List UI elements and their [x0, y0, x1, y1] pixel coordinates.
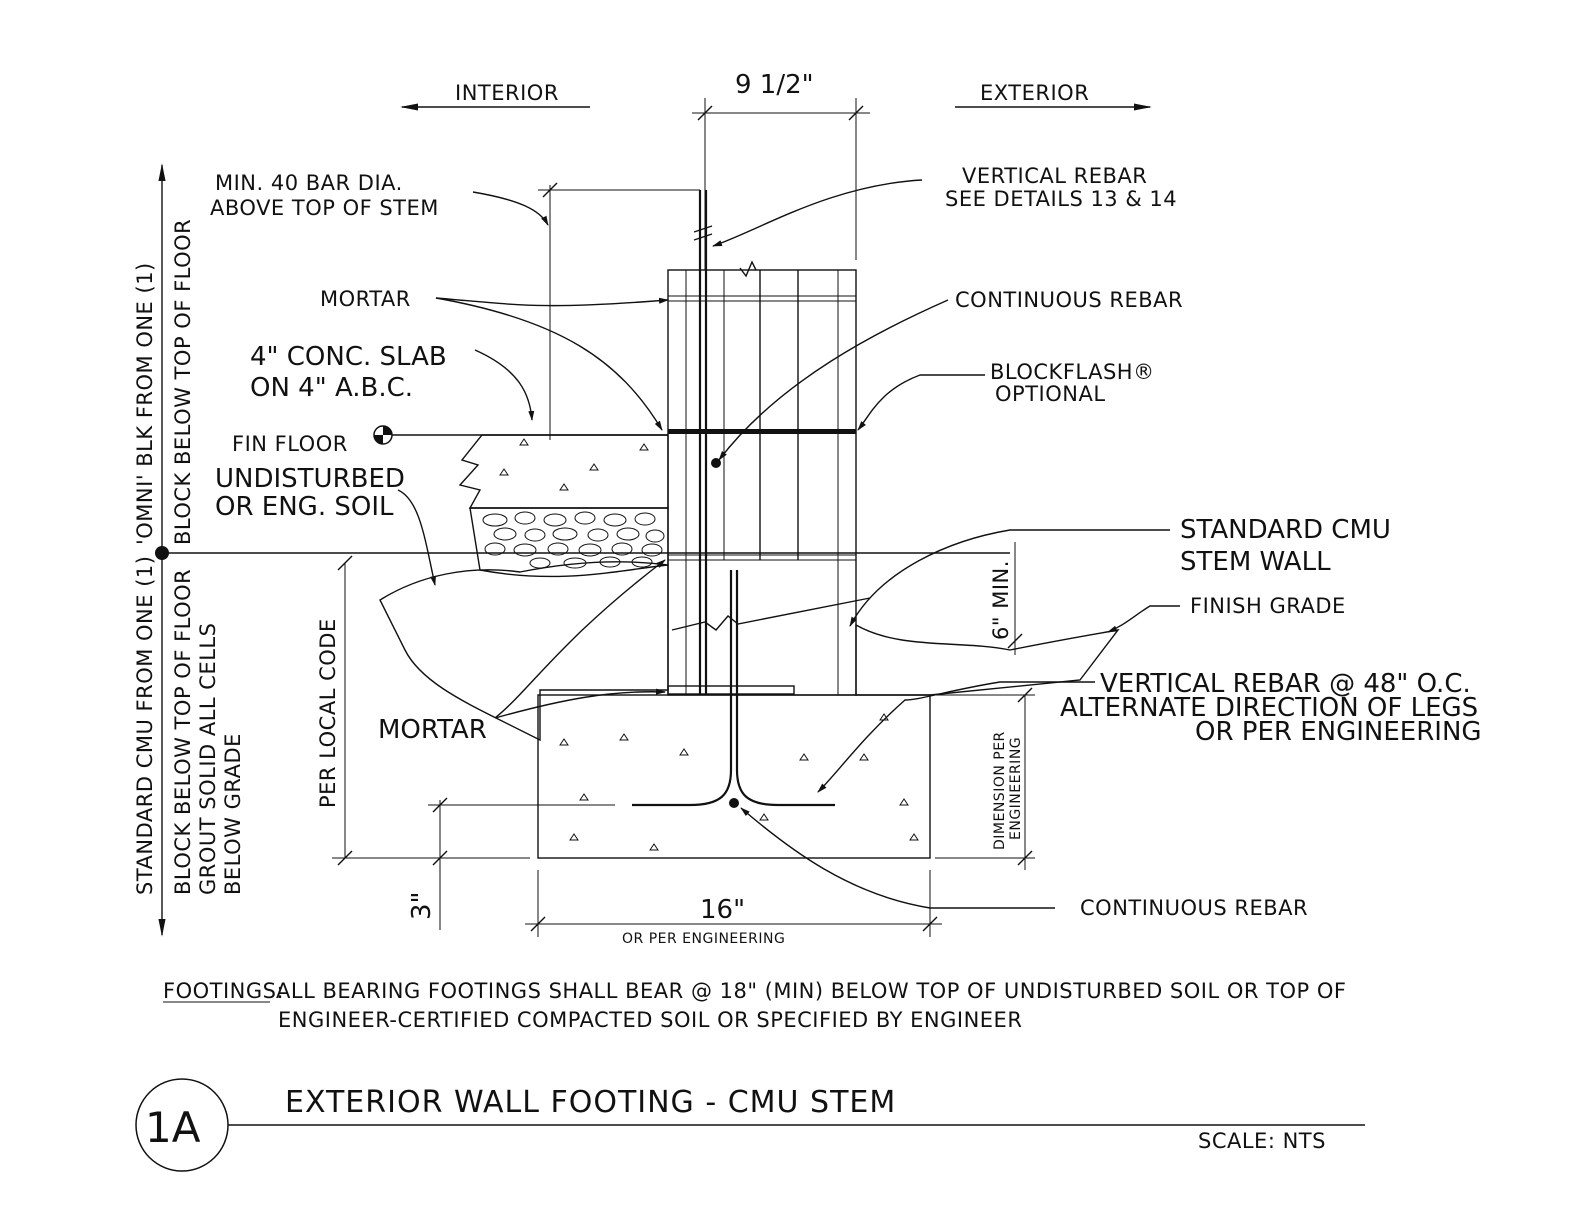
or-per-engineering-label: OR PER ENGINEERING: [622, 931, 785, 947]
concrete-slab: [458, 434, 669, 509]
footings-note-line1: ALL BEARING FOOTINGS SHALL BEAR @ 18" (M…: [276, 979, 1346, 1003]
footing-width-dimension: [525, 870, 942, 937]
left-note-below-grade: BELOW GRADE: [221, 733, 245, 895]
exterior-label: EXTERIOR: [980, 81, 1089, 105]
rebar-break-marker: [671, 597, 871, 631]
slab-label-line2: ON 4" A.B.C.: [250, 373, 413, 403]
dimension-engineering-label: ENGINEERING: [1008, 737, 1024, 840]
alternate-legs-label: ALTERNATE DIRECTION OF LEGS: [1060, 693, 1478, 723]
left-note-omni: 'OMNI' BLK FROM ONE (1): [133, 262, 157, 545]
leader-lines: [397, 179, 1180, 909]
finish-grade-label: FINISH GRADE: [1190, 594, 1346, 618]
continuous-rebar-top-label: CONTINUOUS REBAR: [955, 288, 1183, 312]
lap-length-dimension: [538, 182, 700, 440]
soil-hatch: [379, 561, 669, 742]
eng-soil-label: OR ENG. SOIL: [215, 492, 394, 522]
interior-label: INTERIOR: [455, 81, 559, 105]
min-bar-label: MIN. 40 BAR DIA.: [215, 171, 403, 195]
or-per-engineering-right-label: OR PER ENGINEERING: [1195, 717, 1482, 747]
vertical-rebar-48-label: VERTICAL REBAR @ 48" O.C.: [1100, 669, 1471, 699]
mortar-bottom-label: MORTAR: [378, 715, 487, 745]
left-note-grout: GROUT SOLID ALL CELLS: [196, 623, 220, 895]
gravel-base: [469, 507, 669, 578]
wall-width-label: 9 1/2": [735, 70, 814, 100]
vertical-rebar: [632, 190, 835, 808]
per-local-code-label: PER LOCAL CODE: [316, 618, 340, 808]
vertical-rebar-label: VERTICAL REBAR: [962, 164, 1147, 188]
dimension-per-label: DIMENSION PER: [992, 731, 1008, 850]
fin-floor-marker: [373, 425, 393, 445]
left-note-block-below: BLOCK BELOW TOP OF FLOOR: [171, 569, 195, 895]
six-inch-min-label: 6" MIN.: [989, 560, 1013, 640]
concrete-footing: [537, 694, 931, 859]
fin-floor-label: FIN FLOOR: [232, 432, 348, 456]
optional-label: OPTIONAL: [995, 382, 1106, 406]
see-details-label: SEE DETAILS 13 & 14: [945, 187, 1177, 211]
three-inch-label: 3": [407, 891, 437, 920]
left-extent-arrow: [155, 163, 169, 937]
stem-wall-label: STEM WALL: [1180, 547, 1331, 577]
cmu-stem-wall: [667, 260, 857, 696]
undisturbed-label: UNDISTURBED: [215, 464, 405, 494]
per-local-code-dimension: [332, 555, 530, 866]
footing-depth-dimension: [935, 687, 1035, 870]
mortar-top-label: MORTAR: [320, 287, 411, 311]
slab-label-line1: 4" CONC. SLAB: [250, 342, 447, 372]
scale-label: SCALE: NTS: [1198, 1129, 1326, 1153]
three-inch-dimension: [428, 797, 615, 930]
left-note-block-above: BLOCK BELOW TOP OF FLOOR: [171, 219, 195, 545]
left-note-standard-cmu: STANDARD CMU FROM ONE (1): [133, 556, 157, 895]
above-stem-label: ABOVE TOP OF STEM: [210, 196, 439, 220]
drawing-title: EXTERIOR WALL FOOTING - CMU STEM: [285, 1085, 896, 1120]
six-inch-min-dimension: [1007, 542, 1023, 655]
blockflash-label: BLOCKFLASH®: [990, 360, 1155, 384]
continuous-rebar-bottom-label: CONTINUOUS REBAR: [1080, 896, 1308, 920]
wall-width-dimension: [692, 98, 870, 270]
standard-cmu-label: STANDARD CMU: [1180, 515, 1391, 545]
sixteen-inch-label: 16": [700, 895, 745, 925]
footings-note-line2: ENGINEER-CERTIFIED COMPACTED SOIL OR SPE…: [278, 1008, 1022, 1032]
detail-id: 1A: [145, 1103, 201, 1152]
footings-note-heading: FOOTINGS:: [163, 979, 284, 1003]
